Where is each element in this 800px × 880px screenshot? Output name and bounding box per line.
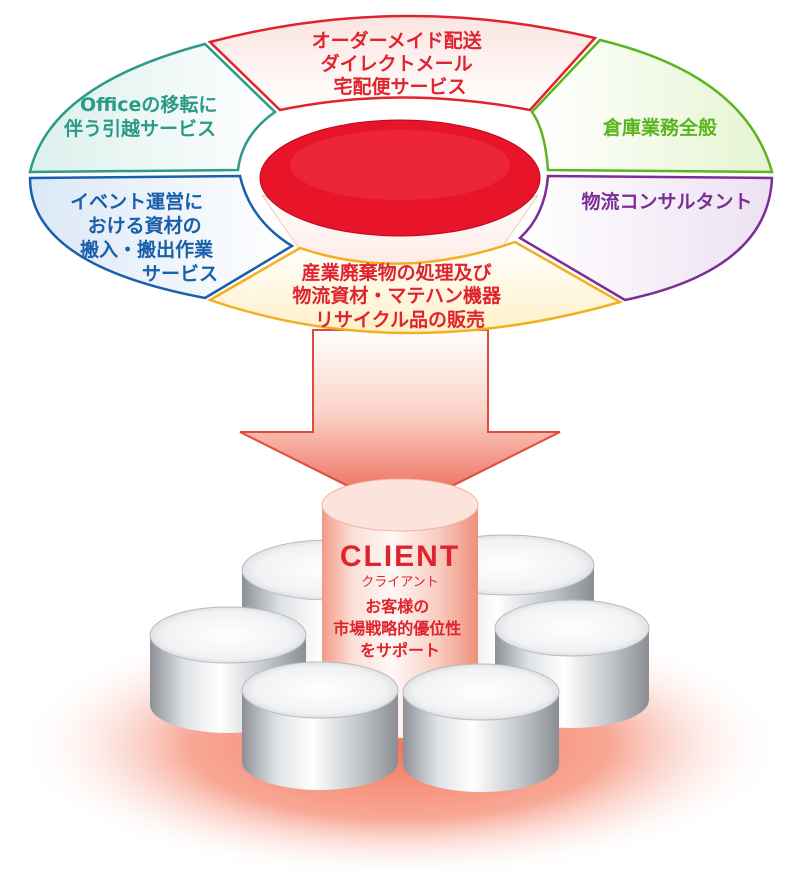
core-highlight [290,130,510,200]
client-message: お客様の 市場戦略的優位性 をサポート [333,597,467,660]
cylinder-front-right [402,663,560,792]
segment-bottom-text: 産業廃棄物の処理及び 物流資材・マテハン機器 リサイクル品の販売 [292,261,507,331]
client-kana: クライアント [361,575,438,590]
segment-right-lower [517,174,774,302]
segment-right-upper-text: 倉庫業務全般 [602,116,717,139]
segment-top [207,14,598,112]
client-title: CLIENT [340,540,460,573]
segment-left-lower-text: イベント運営に おける資材の 搬入・搬出作業 サービス [70,190,220,285]
core-ellipse [259,119,541,237]
segment-right-lower-text: 物流コンサルタント [581,190,752,213]
segment-left-upper-text: Officeの移転に 伴う引越サービス [63,93,224,140]
cylinder-front-left [241,661,399,790]
segment-bottom [206,240,624,335]
segment-left-lower [28,174,295,300]
segment-top-text: オーダーメイド配送 ダイレクトメール 宅配便サービス [312,29,489,98]
segment-left-upper [28,42,277,174]
segment-right-upper [530,38,774,174]
down-arrow [239,329,561,514]
